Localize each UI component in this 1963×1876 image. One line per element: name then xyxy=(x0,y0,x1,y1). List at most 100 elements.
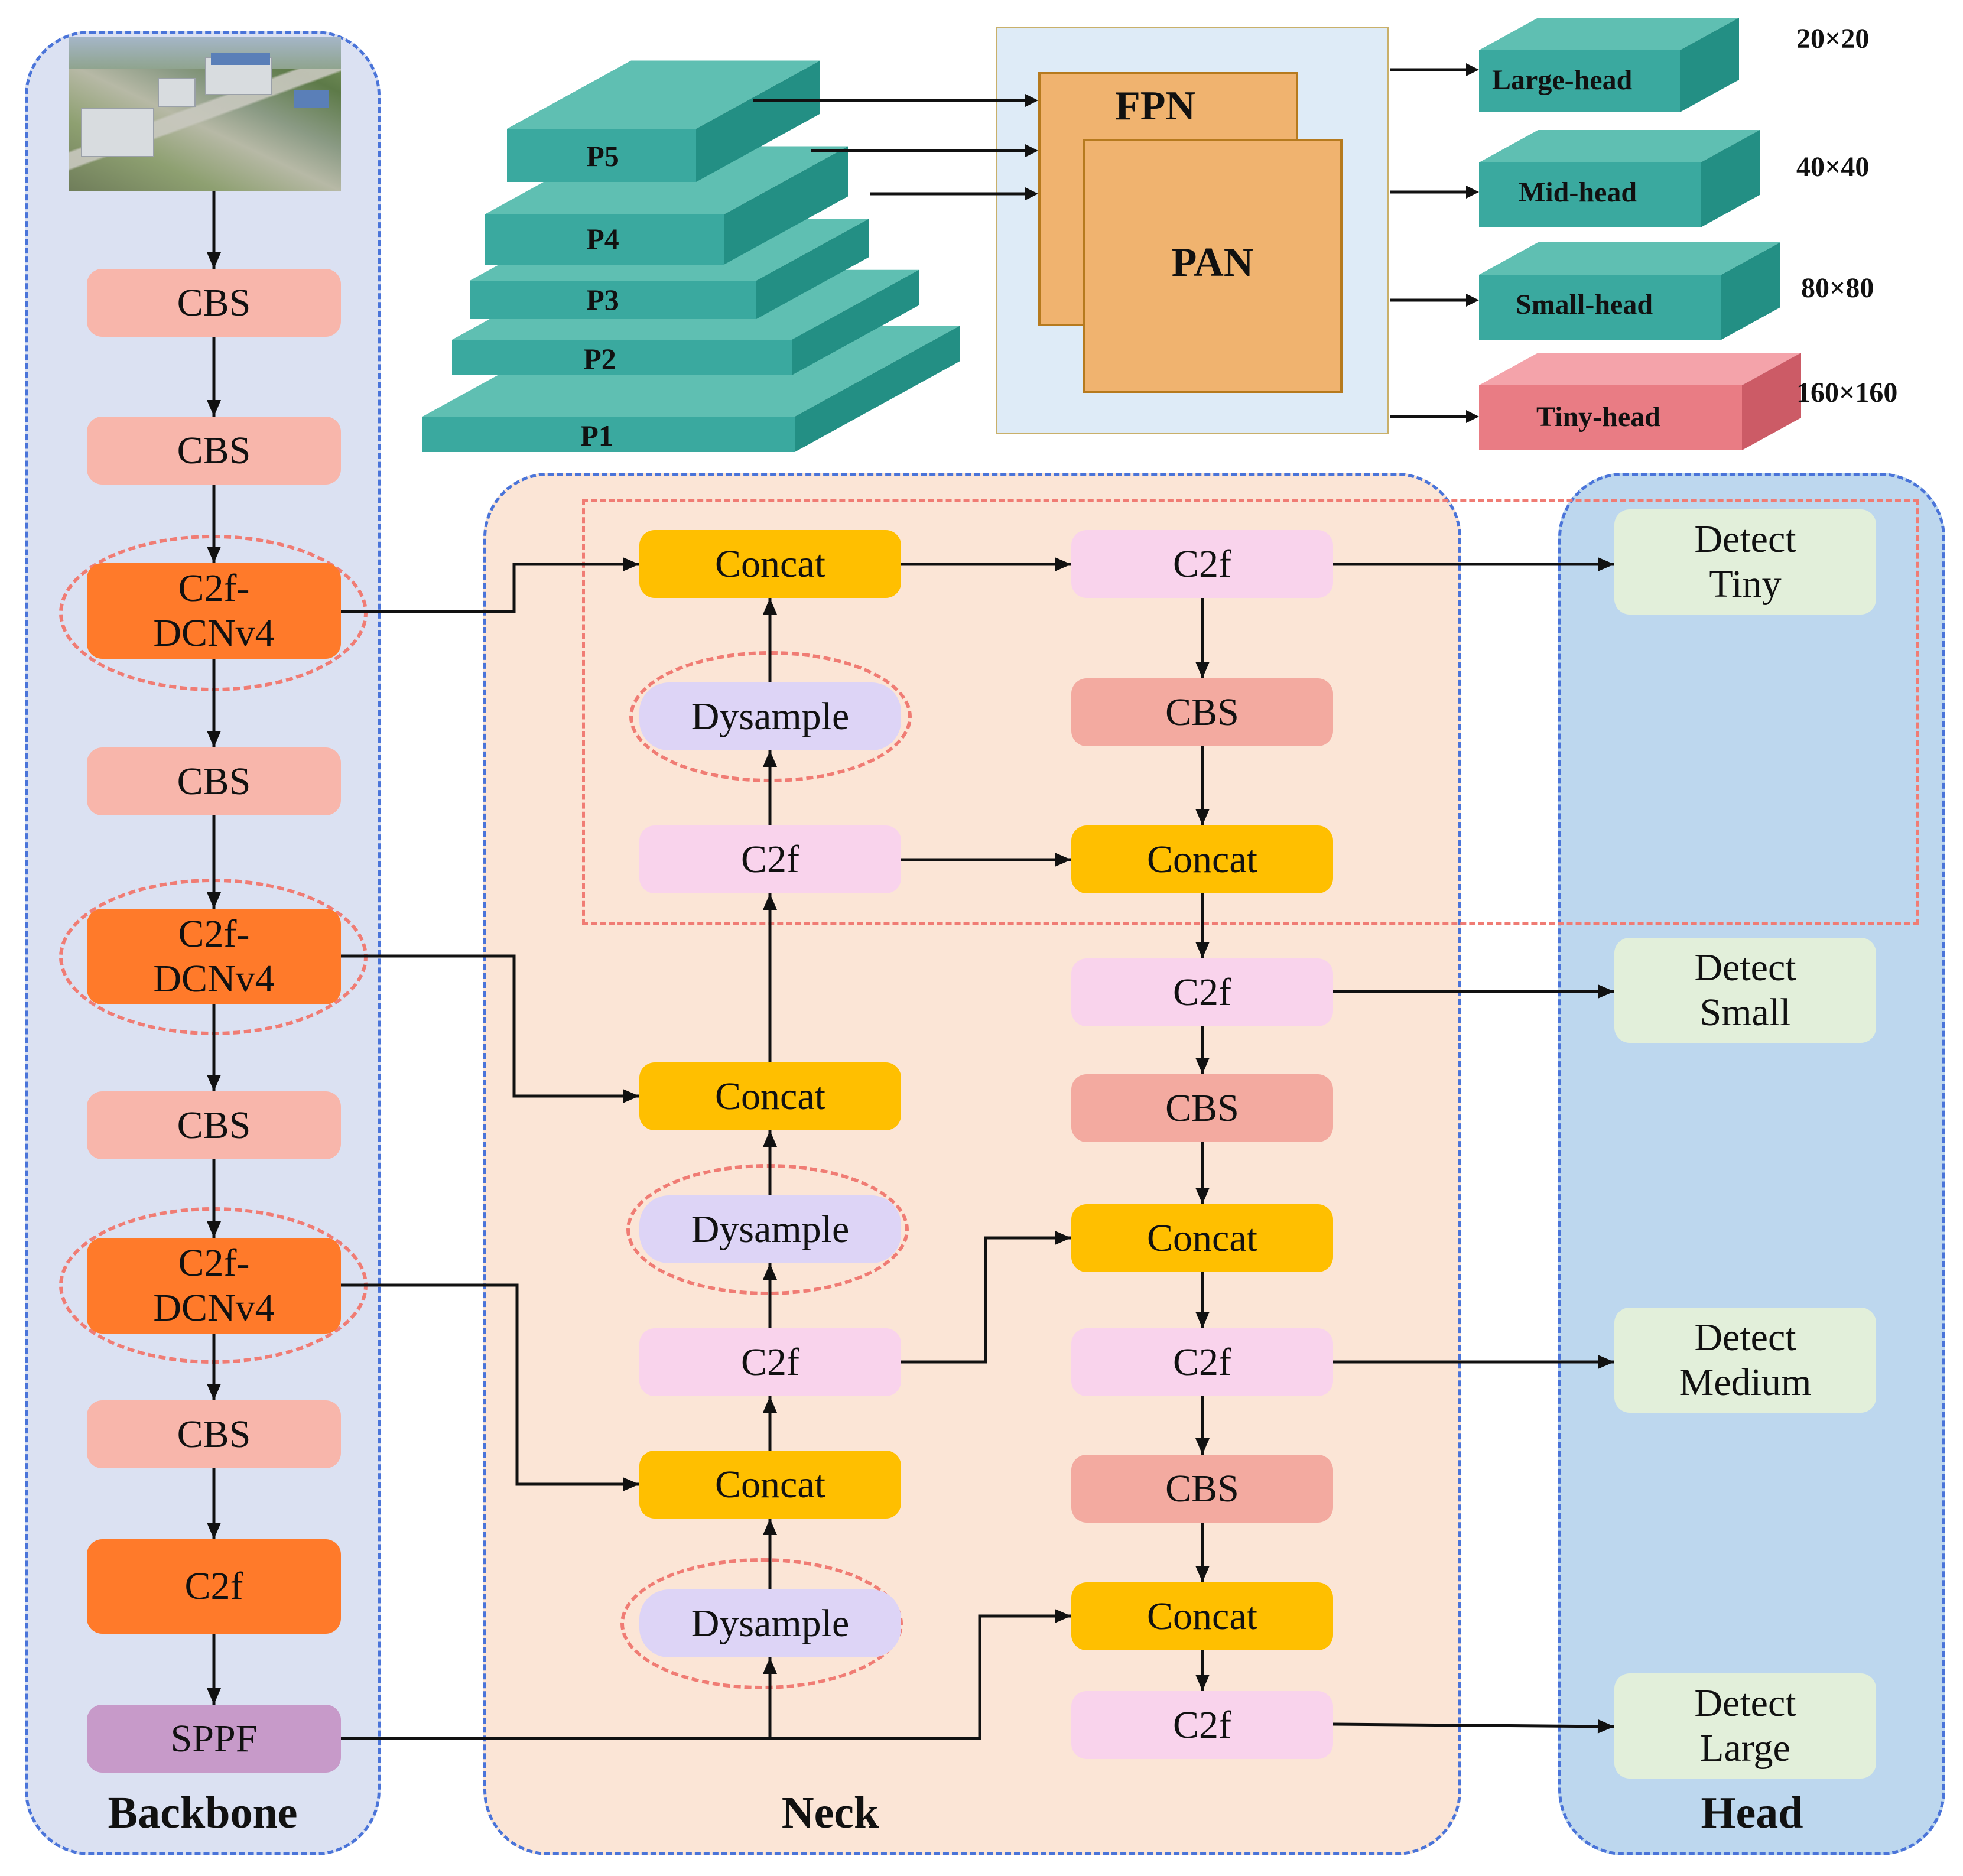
arrow-c2f-sppf-head xyxy=(207,1688,221,1705)
neck-right-c2f-3: C2f xyxy=(1071,1328,1333,1396)
arrow-rc2f1-rcbs1-head xyxy=(1195,662,1210,678)
arrow-to-detect-large-head xyxy=(1597,1719,1614,1734)
neck-dysample-1: Dysample xyxy=(639,682,901,750)
backbone-c2f-dcnv4-3: C2f- DCNv4 xyxy=(87,1238,341,1334)
arrow-c2f2-rconcat2 xyxy=(901,1236,1071,1364)
tiny-head-box-side xyxy=(1742,353,1801,450)
neck-concat-1: Concat xyxy=(639,530,901,598)
size-label-40: 40×40 xyxy=(1796,151,1870,183)
neck-right-concat-1: Concat xyxy=(1071,825,1333,893)
arrow-dcn3-concat3 xyxy=(341,1283,639,1486)
neck-c2f-2: C2f xyxy=(639,1328,901,1396)
arrow-dcn3-concat3-head xyxy=(623,1477,639,1491)
arrow-cbs4-dcn3-head xyxy=(207,1221,221,1238)
backbone-c2f-dcnv4-2-label: C2f- DCNv4 xyxy=(153,912,275,1000)
arrow-concat3-c2f2-head xyxy=(763,1396,777,1413)
arrow-cbs5-c2f-head xyxy=(207,1523,221,1539)
arrow-rcbs2-rconcat2-head xyxy=(1195,1188,1210,1204)
fpn-label: FPN xyxy=(1114,83,1196,129)
arrow-mid-head-head xyxy=(1466,186,1479,199)
arrow-concat1-rc2f1-head xyxy=(1055,557,1071,571)
arrow-rcbs1-rconcat1-head xyxy=(1195,809,1210,825)
arrow-rconcat1-rc2f2-head xyxy=(1195,942,1210,958)
arrow-dcn1-cbs3-head xyxy=(207,731,221,747)
arrow-concat2-c2f1-head xyxy=(763,893,777,910)
arrow-c2f1-rconcat1-head xyxy=(1055,853,1071,867)
size-label-80: 80×80 xyxy=(1801,272,1874,304)
pyramid-p1-side xyxy=(795,326,960,452)
mid-head-label: Mid-head xyxy=(1519,177,1637,208)
small-head-box-side xyxy=(1721,242,1780,340)
dysample-highlight-2 xyxy=(626,1164,909,1295)
neck-dysample-2: Dysample xyxy=(639,1195,901,1263)
arrow-dys2-concat2-head xyxy=(763,1130,777,1147)
aerial-input-image xyxy=(69,37,341,191)
pyramid-p2-side xyxy=(792,269,919,375)
arrow-to-detect-small-head xyxy=(1598,984,1614,999)
tiny-head-label: Tiny-head xyxy=(1536,401,1660,433)
mid-head-box-side xyxy=(1701,130,1760,227)
neck-right-cbs-3: CBS xyxy=(1071,1455,1333,1523)
pyramid-p3-side xyxy=(756,219,869,319)
arrow-cbs2-dcn1-head xyxy=(207,547,221,563)
small-head-box-front xyxy=(1479,275,1721,340)
backbone-c2f-dcnv4-3-label: C2f- DCNv4 xyxy=(153,1241,275,1329)
pyramid-p5-front xyxy=(507,129,696,182)
pyramid-p5-side xyxy=(696,60,820,182)
arrow-small-head-head xyxy=(1466,294,1479,307)
arrow-rconcat2-rc2f3-head xyxy=(1195,1312,1210,1328)
backbone-cbs-5: CBS xyxy=(87,1400,341,1468)
large-head-box-front xyxy=(1479,50,1680,112)
neck-concat-2: Concat xyxy=(639,1062,901,1130)
arrow-sppf-rconcat3-head xyxy=(1055,1609,1071,1623)
large-head-box-top xyxy=(1479,18,1739,50)
tiny-head-box-top xyxy=(1479,353,1801,385)
detect-tiny: Detect Tiny xyxy=(1614,509,1876,615)
backbone-cbs-1: CBS xyxy=(87,269,341,337)
arrow-to-detect-large xyxy=(1332,1722,1615,1728)
detect-large-label: Detect Large xyxy=(1694,1682,1796,1770)
size-label-160: 160×160 xyxy=(1796,377,1898,408)
pyramid-label-p3: P3 xyxy=(586,283,619,316)
backbone-cbs-4: CBS xyxy=(87,1091,341,1159)
neck-c2f-1: C2f xyxy=(639,825,901,893)
pan-block xyxy=(1083,139,1343,393)
large-head-label: Large-head xyxy=(1492,64,1633,96)
pyramid-label-p5: P5 xyxy=(586,139,619,173)
neck-title: Neck xyxy=(781,1788,879,1838)
backbone-c2f-dcnv4-2: C2f- DCNv4 xyxy=(87,909,341,1004)
neck-right-concat-3: Concat xyxy=(1071,1582,1333,1650)
arrow-rc2f3-rcbs3-head xyxy=(1195,1438,1210,1455)
arrow-rconcat3-rc2f4-head xyxy=(1195,1675,1210,1691)
tiny-head-box-front xyxy=(1479,385,1742,450)
mid-head-box-front xyxy=(1479,162,1701,227)
pyramid-label-p1: P1 xyxy=(580,419,613,452)
arrow-rcbs3-rconcat3-head xyxy=(1195,1566,1210,1582)
detect-small-label: Detect Small xyxy=(1694,946,1796,1034)
arrow-to-detect-medium-head xyxy=(1598,1355,1614,1369)
dysample-highlight-3 xyxy=(620,1558,903,1689)
tiny-detection-highlight xyxy=(582,499,1919,925)
arrow-c2f1-dys1-head xyxy=(763,750,777,767)
backbone-c2f-dcnv4-1-label: C2f- DCNv4 xyxy=(153,567,275,655)
backbone-cbs-2: CBS xyxy=(87,417,341,485)
large-head-box-side xyxy=(1680,18,1739,112)
arrow-c2f2-rconcat2-head xyxy=(1055,1231,1071,1245)
backbone-sppf: SPPF xyxy=(87,1705,341,1773)
backbone-c2f-dcnv4-1: C2f- DCNv4 xyxy=(87,563,341,659)
detect-large: Detect Large xyxy=(1614,1673,1876,1779)
arrow-p5-fpn-head xyxy=(1025,94,1038,107)
arrow-dcn1-concat1-head xyxy=(623,557,639,571)
arrow-to-detect-tiny-head xyxy=(1598,557,1614,571)
arrow-rc2f2-rcbs2-head xyxy=(1195,1058,1210,1074)
mid-head-box-top xyxy=(1479,130,1760,162)
pyramid-p4-front xyxy=(485,214,724,265)
backbone-title: Backbone xyxy=(108,1788,298,1838)
pyramid-label-p2: P2 xyxy=(583,342,616,375)
small-head-box-top xyxy=(1479,242,1780,275)
size-label-20: 20×20 xyxy=(1796,23,1870,54)
head-title: Head xyxy=(1701,1788,1803,1838)
